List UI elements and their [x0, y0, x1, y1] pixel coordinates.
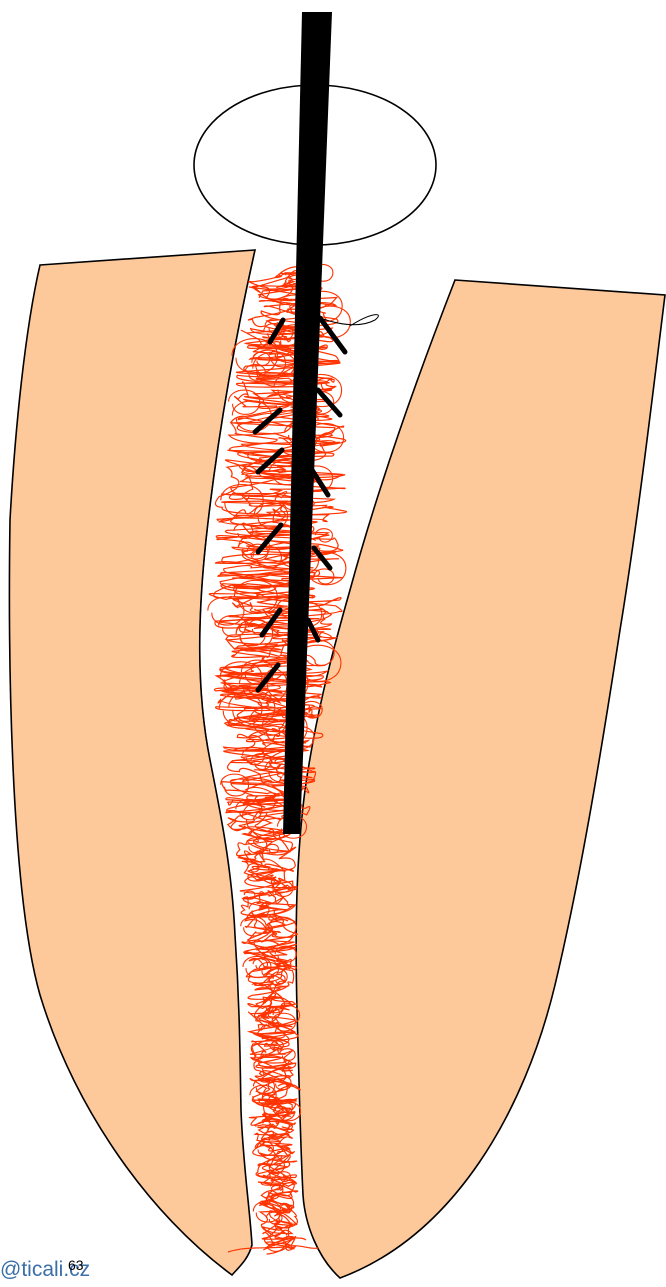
left-root-wall: [9, 250, 255, 1275]
page-number: 63: [68, 1258, 84, 1272]
right-root-wall: [296, 280, 665, 1278]
gutta-percha-loop: [255, 1142, 273, 1156]
gutta-percha-loop: [253, 959, 267, 970]
copyright-text: @ticali.cz: [0, 1258, 200, 1282]
